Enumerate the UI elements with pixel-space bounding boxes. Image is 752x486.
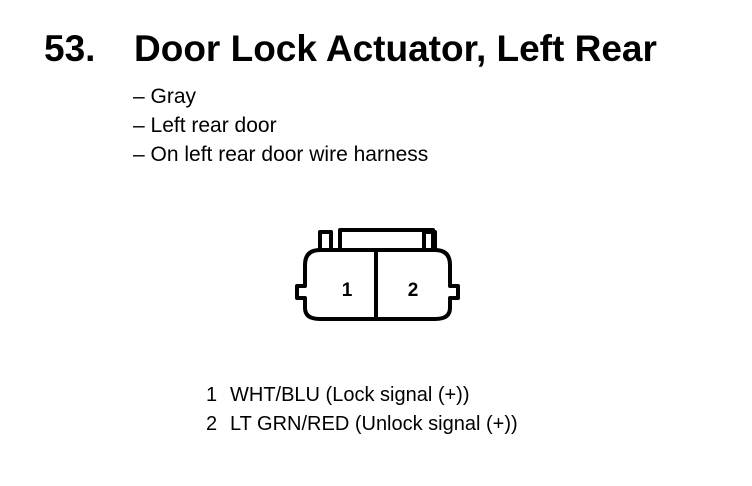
pin-list: 1 WHT/BLU (Lock signal (+)) 2 LT GRN/RED (… bbox=[206, 381, 518, 439]
connector-diagram: 1 2 bbox=[295, 228, 460, 321]
pin-row: 2 LT GRN/RED (Unlock signal (+)) bbox=[206, 410, 518, 439]
connector-lock-tab bbox=[338, 228, 435, 250]
pin-number: 2 bbox=[206, 413, 218, 435]
detail-harness: – On left rear door wire harness bbox=[133, 143, 429, 166]
pin-description: WHT/BLU (Lock signal (+)) bbox=[230, 384, 470, 406]
component-name: Door Lock Actuator, Left Rear bbox=[134, 28, 657, 69]
connector-body bbox=[295, 248, 460, 321]
detail-color: – Gray bbox=[133, 85, 197, 108]
pin-number: 1 bbox=[206, 384, 218, 406]
page-title: 53. Door Lock Actuator, Left Rear bbox=[44, 28, 657, 70]
connector-post-right bbox=[422, 230, 437, 250]
cavity-2-label: 2 bbox=[408, 280, 419, 301]
component-number: 53. bbox=[44, 28, 96, 69]
pin-description: LT GRN/RED (Unlock signal (+)) bbox=[230, 413, 518, 435]
connector-post-left bbox=[318, 230, 333, 250]
pin-row: 1 WHT/BLU (Lock signal (+)) bbox=[206, 381, 518, 410]
cavity-1-label: 1 bbox=[342, 280, 353, 301]
component-details: – Gray – Left rear door – On left rear d… bbox=[133, 82, 428, 169]
detail-location: – Left rear door bbox=[133, 114, 277, 137]
